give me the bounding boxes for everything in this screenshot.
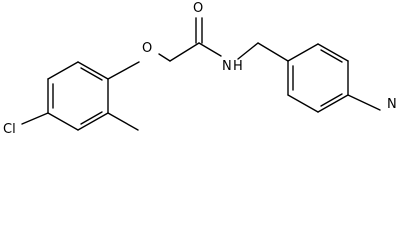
chlorophenyl-ring — [47, 61, 109, 131]
bond — [347, 94, 381, 111]
pyridine-nitrogen-label-bg — [385, 95, 398, 111]
pyridine-ring — [287, 43, 349, 113]
bond-to-chlorine — [21, 112, 49, 125]
bond-ring-to-ether-oxygen — [107, 61, 140, 80]
double-bond-inner — [80, 67, 103, 81]
bond-nitrogen-to-methylene — [237, 42, 259, 60]
bond — [77, 112, 109, 131]
bond-carbonyl-to-nitrogen — [198, 42, 222, 57]
bond-methylene-to-pyridine — [257, 42, 289, 62]
bond — [47, 61, 79, 80]
bond — [77, 61, 109, 80]
bond — [317, 94, 349, 113]
double-bond-inner — [80, 111, 103, 125]
atom-amide-nitrogen: N — [222, 59, 232, 74]
bond-methylene-to-carbonyl — [169, 42, 200, 62]
atom-ether-oxygen: O — [142, 41, 152, 56]
bond — [317, 43, 349, 62]
methyl-bond — [107, 112, 139, 131]
bond — [287, 43, 319, 62]
atom-amide-hydrogen: H — [233, 59, 243, 74]
atom-chlorine: Cl — [3, 122, 16, 137]
double-bond-inner — [320, 49, 343, 63]
double-bond-inner — [320, 93, 343, 107]
bond — [47, 112, 79, 131]
bond-ether-oxygen-to-methylene — [158, 53, 171, 62]
atom-carbonyl-oxygen: O — [193, 1, 203, 16]
structure-diagram: Cl O O N H N — [3, 1, 398, 137]
atom-pyridine-nitrogen: N — [387, 97, 397, 112]
bond — [287, 94, 319, 113]
